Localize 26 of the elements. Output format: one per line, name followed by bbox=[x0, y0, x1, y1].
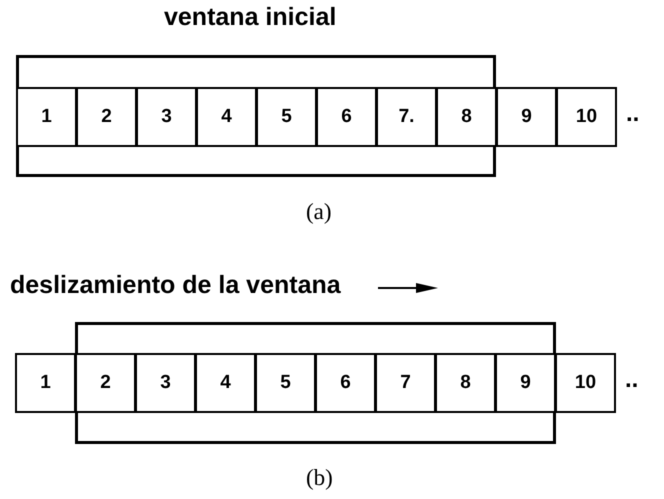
buffer-cell: 9 bbox=[496, 87, 557, 147]
heading-label: deslizamiento de la ventana bbox=[10, 270, 341, 301]
window-frame bbox=[75, 322, 556, 444]
buffer-cell: 7. bbox=[376, 87, 437, 147]
buffer-cell: 1 bbox=[16, 87, 77, 147]
buffer-cell: 7 bbox=[375, 353, 436, 413]
window-frame bbox=[16, 55, 496, 177]
buffer-cell: 6 bbox=[315, 353, 376, 413]
buffer-cell: 6 bbox=[316, 87, 377, 147]
buffer-cell: 4 bbox=[196, 87, 257, 147]
title-label: ventana inicial bbox=[164, 2, 336, 33]
buffer-cell: 3 bbox=[136, 87, 197, 147]
buffer-cell: 2 bbox=[76, 87, 137, 147]
buffer-cell: 8 bbox=[436, 87, 497, 147]
buffer-cell: 2 bbox=[75, 353, 136, 413]
buffer-cell: 4 bbox=[195, 353, 256, 413]
buffer-cell: 5 bbox=[255, 353, 316, 413]
buffer-cell: 1 bbox=[15, 353, 76, 413]
buffer-cell: 8 bbox=[435, 353, 496, 413]
buffer-cell: 3 bbox=[135, 353, 196, 413]
buffer-cell: 5 bbox=[256, 87, 317, 147]
ellipsis-label: .. bbox=[626, 99, 640, 129]
caption-label: (a) bbox=[306, 198, 332, 226]
ellipsis-label: .. bbox=[625, 365, 638, 395]
buffer-cell: 9 bbox=[495, 353, 556, 413]
caption-label: (b) bbox=[306, 464, 333, 492]
